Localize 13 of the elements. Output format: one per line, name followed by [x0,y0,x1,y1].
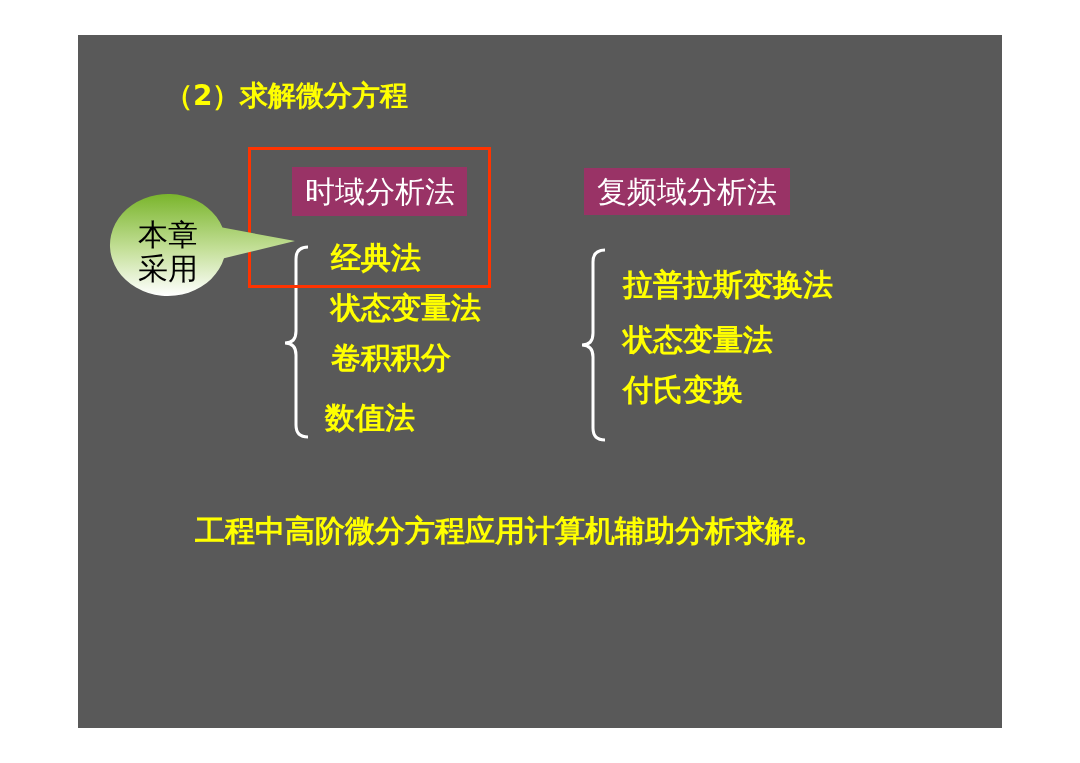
method-item: 经典法 [331,243,421,273]
method-heading: 时域分析法 [292,167,467,216]
method-item: 状态变量法 [331,293,481,323]
method-heading: 复频域分析法 [584,168,790,215]
method-item: 卷积积分 [331,343,451,373]
method-item: 数值法 [325,403,415,433]
method-item: 拉普拉斯变换法 [623,270,833,300]
method-item: 付氏变换 [623,375,743,405]
note-text: 工程中高阶微分方程应用计算机辅助分析求解。 [195,516,825,546]
highlight-frame [248,147,491,288]
method-item: 状态变量法 [623,325,773,355]
slide-title: （2）求解微分方程 [165,82,409,110]
callout-text: 本章采用 [138,218,198,286]
